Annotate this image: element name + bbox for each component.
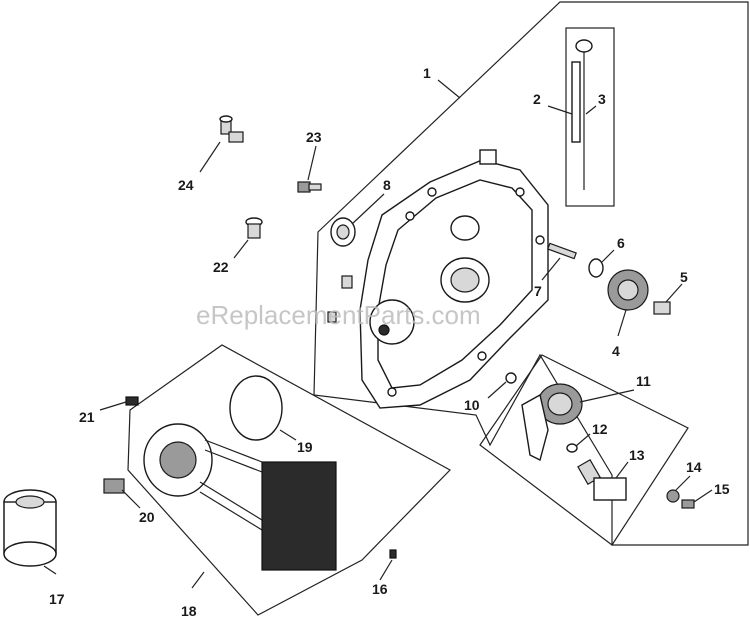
oil-cooler-frame (127, 344, 451, 616)
callout-18: 18 (181, 603, 197, 619)
callout-3: 3 (598, 91, 606, 107)
callout-1: 1 (423, 65, 431, 81)
leader-lines (43, 79, 713, 589)
callout-11: 11 (636, 373, 651, 389)
callout-16: 16 (372, 581, 388, 597)
callout-8: 8 (383, 177, 391, 193)
closure-plate (359, 149, 549, 409)
closure-plate-frame (313, 1, 749, 546)
governor-gear (607, 269, 649, 311)
callout-2: 2 (533, 91, 541, 107)
callout-12: 12 (592, 421, 608, 437)
callout-24: 24 (178, 177, 194, 193)
nipple-20 (103, 478, 125, 494)
callout-10: 10 (464, 397, 480, 413)
plate-plug (327, 275, 353, 323)
spool (653, 301, 671, 315)
oil-seal (330, 217, 356, 247)
callout-15: 15 (714, 481, 730, 497)
callout-13: 13 (629, 447, 645, 463)
check-ball (505, 372, 517, 384)
screw-16 (389, 549, 397, 559)
callout-4: 4 (612, 343, 620, 359)
callout-17: 17 (49, 591, 65, 607)
callout-20: 20 (139, 509, 155, 525)
bolt-23 (297, 181, 322, 193)
oil-pump-frame (479, 354, 689, 546)
pin (547, 242, 577, 260)
callout-19: 19 (297, 439, 313, 455)
dipstick (571, 39, 593, 190)
o-ring-19 (229, 375, 283, 441)
washer-6 (588, 258, 604, 278)
plug-22 (245, 217, 263, 239)
callout-22: 22 (213, 259, 229, 275)
oil-filter (3, 489, 57, 567)
plug-21 (125, 396, 139, 406)
screw-15 (681, 499, 695, 509)
oil-cooler (143, 423, 337, 571)
oil-pump (521, 383, 583, 462)
relief-valve (577, 459, 627, 501)
elbow-fitting (219, 115, 244, 143)
watermark: eReplacementParts.com (196, 300, 481, 330)
callout-23: 23 (306, 129, 322, 145)
o-ring-12 (566, 443, 578, 453)
callout-14: 14 (686, 459, 702, 475)
callout-21: 21 (79, 409, 95, 425)
dipstick-frame (565, 27, 615, 207)
nut-14 (666, 489, 680, 503)
callout-6: 6 (617, 235, 625, 251)
callout-5: 5 (680, 269, 688, 285)
callout-7: 7 (534, 283, 542, 299)
